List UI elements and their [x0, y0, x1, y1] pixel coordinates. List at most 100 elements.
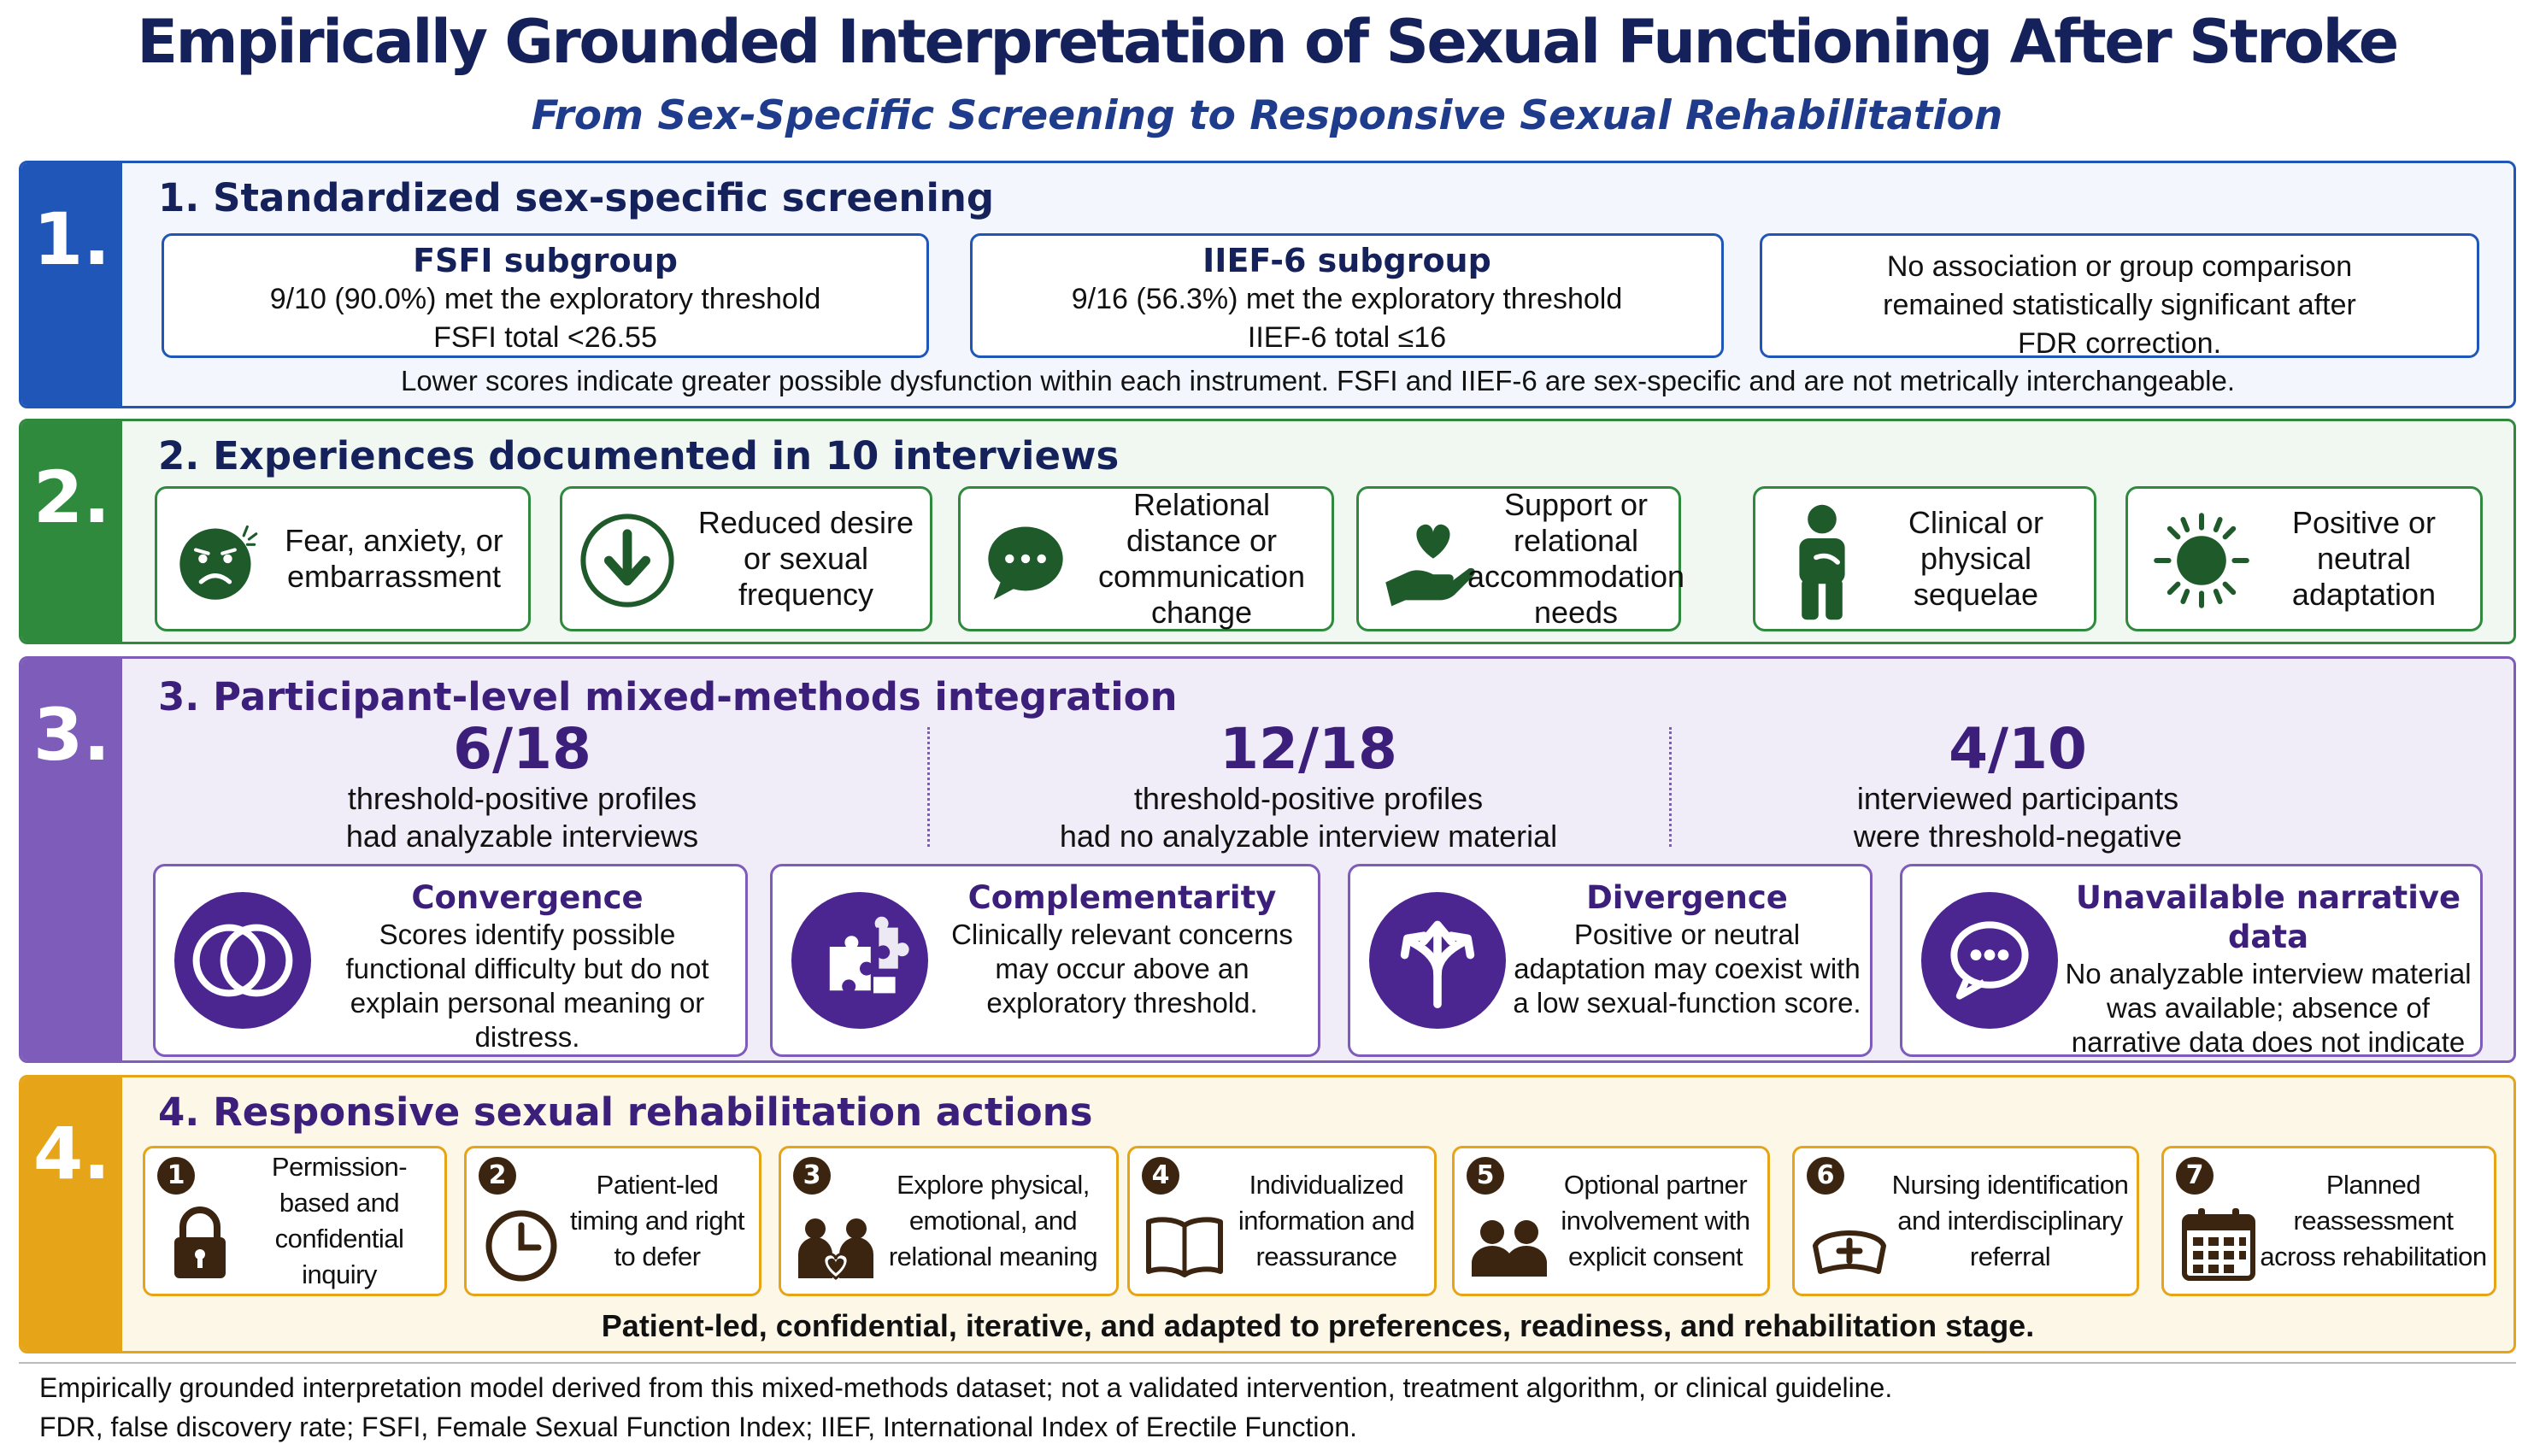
iief-line2: IIEF-6 total ≤16 — [1247, 321, 1447, 354]
action-number-badge: 6 — [1807, 1157, 1844, 1195]
action-label: Explore physical, emotional, and relatio… — [888, 1170, 1098, 1271]
section-number-bar: 3. — [21, 659, 122, 1060]
worried-face-icon — [179, 525, 258, 600]
stat-threshold-negative: 4/10 interviewed participants were thres… — [1761, 719, 2274, 855]
section-experiences: 2. 2. Experiences documented in 10 inter… — [19, 419, 2516, 644]
down-arrow-icon — [580, 514, 674, 608]
padlock-icon — [174, 1206, 226, 1278]
open-book-icon — [1146, 1217, 1223, 1277]
section-title: 1. Standardized sex-specific screening — [158, 175, 995, 220]
experience-card: Positive or neutral adaptation — [2125, 486, 2483, 631]
fdr-note-line1: No association or group comparison — [1886, 250, 2353, 283]
stat-line1: threshold-positive profiles — [1133, 781, 1484, 816]
section-number: 1. — [32, 197, 111, 281]
stat-analyzable: 6/18 threshold-positive profiles had ana… — [266, 719, 779, 855]
box-title: Divergence — [1586, 879, 1788, 916]
experience-label: Reduced desire or sexual frequency — [697, 505, 914, 612]
divergence-box: Divergence Positive or neutral adaptatio… — [1348, 864, 1873, 1057]
experience-card: Relational distance or communication cha… — [958, 486, 1334, 631]
speech-bubble-icon — [988, 526, 1063, 600]
page-subtitle: From Sex-Specific Screening to Responsiv… — [531, 92, 2003, 139]
action-card: 6 Nursing identification and interdiscip… — [1792, 1146, 2139, 1296]
clock-icon — [485, 1210, 557, 1282]
box-title: Unavailable narrative data — [2075, 879, 2461, 955]
fdr-note-box: No association or group comparison remai… — [1760, 233, 2479, 360]
section-number: 4. — [32, 1112, 111, 1195]
footnote-disclaimer: Empirically grounded interpretation mode… — [39, 1372, 1893, 1403]
section-title: 2. Experiences documented in 10 intervie… — [158, 433, 1120, 478]
stat-value: 4/10 — [1949, 716, 2087, 782]
footnote-divider — [19, 1362, 2516, 1364]
diverging-arrows-icon — [1369, 892, 1506, 1029]
iief-subgroup-box: IIEF-6 subgroup 9/16 (56.3%) met the exp… — [970, 233, 1724, 358]
complementarity-box: Complementarity Clinically relevant conc… — [770, 864, 1320, 1057]
fdr-note-line2: remained statistically significant after — [1883, 289, 2356, 321]
people-heart-icon — [798, 1218, 873, 1280]
action-label: Patient-led timing and right to defer — [570, 1170, 744, 1271]
box-body: Clinically relevant concerns may occur a… — [951, 919, 1293, 1019]
section-integration: 3. 3. Participant-level mixed-methods in… — [19, 656, 2516, 1063]
action-label: Individualized information and reassuran… — [1238, 1170, 1415, 1271]
stat-line1: threshold-positive profiles — [347, 781, 697, 816]
experience-card: Reduced desire or sexual frequency — [560, 486, 932, 631]
divider — [927, 727, 930, 847]
action-card: 7 Planned reassessment across rehabilita… — [2161, 1146, 2496, 1296]
page-title: Empirically Grounded Interpretation of S… — [137, 7, 2399, 77]
experience-label: Support or relational accommodation need… — [1467, 487, 1685, 630]
fdr-note-line3: FDR correction. — [2017, 327, 2222, 360]
box-title: Complementarity — [967, 879, 1277, 916]
nurse-cap-icon — [1813, 1230, 1886, 1274]
experience-card: Fear, anxiety, or embarrassment — [155, 486, 531, 631]
stat-no-material: 12/18 threshold-positive profiles had no… — [1052, 719, 1565, 855]
action-number-badge: 3 — [793, 1157, 831, 1195]
action-label: Planned reassessment across rehabilitati… — [2260, 1170, 2487, 1271]
action-number-badge: 7 — [2176, 1157, 2214, 1195]
divider — [1669, 727, 1672, 847]
heart-hand-icon — [1385, 524, 1475, 607]
section-number-bar: 1. — [21, 163, 122, 406]
action-number-badge: 1 — [157, 1157, 195, 1195]
person-icon — [1799, 504, 1845, 620]
section-number: 2. — [32, 455, 111, 539]
action-card: 5 Optional partner involvement with expl… — [1452, 1146, 1770, 1296]
action-card: 4 Individualized information and reassur… — [1127, 1146, 1437, 1296]
experience-label: Positive or neutral adaptation — [2291, 505, 2437, 612]
action-card: 3 Explore physical, emotional, and relat… — [779, 1146, 1119, 1296]
section-number-bar: 2. — [21, 421, 122, 642]
fsfi-title: FSFI subgroup — [413, 242, 678, 279]
action-number-badge: 4 — [1142, 1157, 1179, 1195]
stat-line2: were threshold-negative — [1853, 819, 2183, 854]
puzzle-icon — [791, 892, 928, 1029]
section-title: 3. Participant-level mixed-methods integ… — [158, 674, 1178, 719]
section-number: 3. — [32, 693, 111, 777]
sun-icon — [2154, 513, 2249, 608]
unavailable-data-box: Unavailable narrative data No analyzable… — [1900, 864, 2483, 1058]
section-rehabilitation: 4. 4. Responsive sexual rehabilitation a… — [19, 1075, 2516, 1353]
stat-value: 6/18 — [453, 716, 591, 782]
section-screening: 1. 1. Standardized sex-specific screenin… — [19, 161, 2516, 408]
experience-label: Fear, anxiety, or embarrassment — [285, 523, 503, 594]
stat-value: 12/18 — [1220, 716, 1397, 782]
section-title: 4. Responsive sexual rehabilitation acti… — [158, 1089, 1093, 1135]
action-card: 1 Permission-based and confidential inqu… — [143, 1146, 447, 1296]
convergence-box: Convergence Scores identify possible fun… — [153, 864, 748, 1057]
calendar-icon — [2182, 1208, 2255, 1281]
overlap-circles-icon — [174, 892, 311, 1029]
action-label: Nursing identification and interdiscipli… — [1891, 1170, 2129, 1271]
fsfi-subgroup-box: FSFI subgroup 9/10 (90.0%) met the explo… — [162, 233, 929, 358]
fsfi-line1: 9/10 (90.0%) met the exploratory thresho… — [269, 283, 821, 315]
experience-card: Clinical or physical sequelae — [1753, 486, 2096, 631]
stat-line1: interviewed participants — [1856, 781, 2179, 816]
action-label: Optional partner involvement with explic… — [1561, 1170, 1750, 1271]
box-body: No analyzable interview material was ava… — [2065, 958, 2472, 1058]
experience-card: Support or relational accommodation need… — [1356, 486, 1685, 631]
action-card: 2 Patient-led timing and right to defer — [464, 1146, 761, 1296]
action-label: Permission-based and confidential inquir… — [271, 1152, 408, 1289]
fsfi-line2: FSFI total <26.55 — [433, 321, 657, 354]
iief-line1: 9/16 (56.3%) met the exploratory thresho… — [1071, 283, 1623, 315]
chat-bubble-icon — [1921, 892, 2058, 1029]
section-number-bar: 4. — [21, 1077, 122, 1351]
rehabilitation-footer: Patient-led, confidential, iterative, an… — [601, 1308, 2035, 1343]
experience-label: Relational distance or communication cha… — [1097, 487, 1306, 630]
box-body: Positive or neutral adaptation may coexi… — [1513, 919, 1861, 1019]
